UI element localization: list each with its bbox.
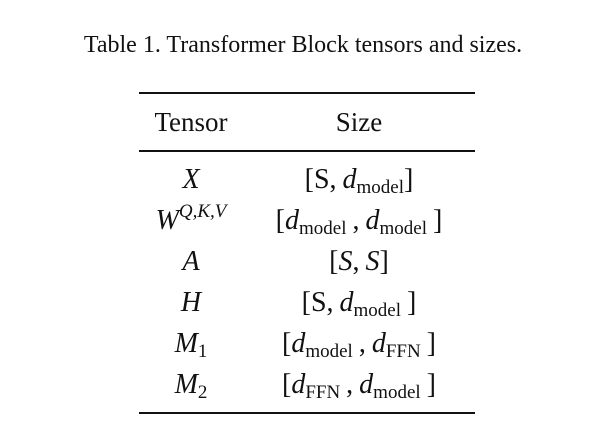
- bracket: ]: [433, 205, 443, 236]
- sub-model: model: [353, 300, 402, 321]
- bracket: [: [301, 287, 311, 318]
- bracket: [: [329, 246, 339, 277]
- var-d: d: [291, 328, 306, 359]
- sub-model: model: [305, 341, 353, 362]
- size-s: S: [310, 287, 327, 318]
- comma: ,: [352, 246, 360, 277]
- var-s: S: [338, 246, 353, 277]
- table-caption: Table 1. Transformer Block tensors and s…: [83, 32, 523, 58]
- var-x: X: [182, 164, 200, 195]
- var-s: S: [365, 246, 380, 277]
- bracket: ]: [379, 246, 389, 277]
- sub-model: model: [373, 382, 421, 403]
- bracket: [: [275, 205, 285, 236]
- sub-model: model: [356, 177, 405, 198]
- bracket: ]: [407, 287, 417, 318]
- size-cell: [S,S]: [243, 246, 475, 278]
- var-d: d: [285, 205, 299, 236]
- mid-rule: [139, 150, 475, 152]
- header-size: Size: [335, 106, 383, 137]
- table-row-a: A [S,S]: [139, 242, 475, 283]
- comma: ,: [329, 164, 337, 195]
- table-row-x: X [S,dmodel]: [139, 160, 475, 201]
- var-d: d: [371, 328, 386, 359]
- var-d: d: [359, 369, 374, 400]
- var-w: W: [155, 205, 179, 236]
- var-a: A: [182, 246, 200, 277]
- table-row-m1: M1 [dmodel,dFFN]: [139, 324, 475, 365]
- var-m: M: [174, 328, 198, 359]
- table-row-m2: M2 [dFFN,dmodel]: [139, 365, 475, 406]
- bracket: ]: [404, 164, 414, 195]
- sub-ffn: FFN: [305, 382, 341, 403]
- tensor-cell: WQ,K,V: [139, 202, 243, 237]
- sup-qkv: Q,K,V: [178, 201, 227, 222]
- tensor-cell: M1: [139, 328, 243, 362]
- tensor-size-table: Tensor Size X [S,dmodel] WQ,K,V [dmodel,…: [139, 92, 475, 414]
- bracket: [: [281, 369, 292, 400]
- bracket: [: [281, 328, 292, 359]
- header-tensor: Tensor: [154, 106, 228, 137]
- var-h: H: [180, 287, 202, 318]
- size-cell: [dmodel,dFFN]: [243, 328, 475, 362]
- comma: ,: [326, 287, 334, 318]
- size-s: S: [313, 164, 330, 195]
- size-cell: [dmodel,dmodel]: [243, 205, 475, 239]
- table-row-w: WQ,K,V [dmodel,dmodel]: [139, 201, 475, 242]
- tensor-cell: X: [139, 164, 243, 196]
- tensor-cell: H: [139, 287, 243, 319]
- tensor-cell: A: [139, 246, 243, 278]
- var-m: M: [174, 369, 198, 400]
- var-d: d: [339, 287, 354, 318]
- bracket: ]: [426, 369, 436, 400]
- sub-ffn: FFN: [385, 341, 421, 362]
- table-row-h: H [S,dmodel]: [139, 283, 475, 324]
- comma: ,: [346, 369, 354, 400]
- top-rule: [139, 92, 475, 94]
- size-cell: [S,dmodel]: [243, 164, 475, 198]
- sub-model: model: [299, 218, 347, 239]
- var-d: d: [365, 205, 380, 236]
- bracket: [: [304, 164, 314, 195]
- sub-1: 1: [197, 341, 208, 362]
- table-header-row: Tensor Size: [139, 94, 475, 150]
- size-cell: [S,dmodel]: [243, 287, 475, 321]
- comma: ,: [352, 205, 360, 236]
- size-cell: [dFFN,dmodel]: [243, 369, 475, 403]
- bracket: ]: [426, 328, 436, 359]
- comma: ,: [358, 328, 366, 359]
- sub-2: 2: [197, 382, 208, 403]
- bottom-rule: [139, 411, 475, 414]
- sub-model: model: [379, 218, 428, 239]
- var-d: d: [291, 369, 306, 400]
- var-d: d: [342, 164, 357, 195]
- tensor-cell: M2: [139, 369, 243, 403]
